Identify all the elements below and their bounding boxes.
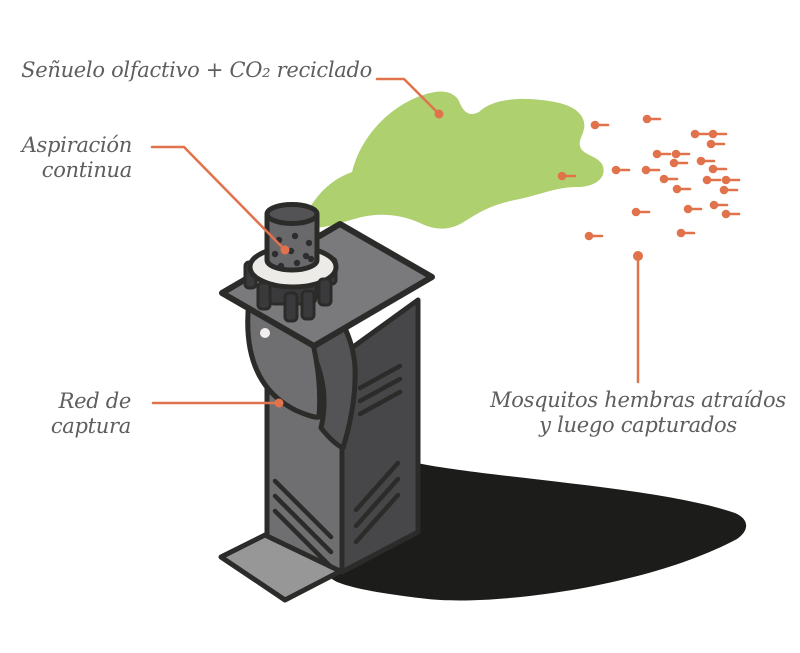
trap-body-side-face	[339, 297, 421, 575]
label-lure: Señuelo olfactivo + CO₂ reciclado	[21, 58, 372, 82]
mosquito-icon	[676, 228, 696, 238]
mosquito-icon	[709, 200, 729, 210]
trap-vents-side-upper	[357, 363, 403, 417]
led-indicator	[260, 328, 270, 338]
odor-plume	[302, 91, 604, 229]
trap-vents-side-lower	[353, 460, 401, 545]
mosquito-icon	[708, 164, 728, 174]
leader-dot-net	[274, 398, 284, 408]
mosquito-swarm	[557, 114, 741, 241]
mosquito-icon	[708, 129, 728, 139]
mosquito-icon	[702, 175, 722, 185]
lure-cylinder-top	[264, 202, 320, 226]
mosquito-icon	[611, 165, 631, 175]
mosquito-icon	[631, 207, 651, 217]
trap-vents-front	[272, 478, 334, 570]
mosquito-icon	[659, 174, 679, 184]
trap-device	[218, 202, 435, 603]
leader-dot-mosquitos	[633, 251, 643, 261]
mosquito-icon	[721, 209, 741, 219]
mosquito-icon	[671, 149, 691, 159]
mosquito-icon	[721, 175, 741, 185]
label-suction: Aspiración continua	[21, 133, 133, 182]
leader-line-lure	[375, 77, 439, 114]
mosquito-icon	[641, 165, 661, 175]
leader-dots	[274, 109, 643, 408]
mosquito-icon	[557, 171, 577, 181]
mosquito-icon	[590, 120, 610, 130]
leader-dot-lure	[434, 109, 444, 119]
mosquito-icon	[642, 114, 662, 124]
mosquito-icon	[672, 184, 692, 194]
mosquito-icon	[652, 149, 672, 159]
label-net: Red de captura	[50, 389, 131, 438]
mosquito-icon	[696, 156, 716, 166]
leader-lines	[150, 77, 640, 405]
lure-pedestal-front-legs	[256, 277, 333, 323]
mosquito-icon	[719, 185, 739, 195]
lure-cylinder-holes	[271, 232, 315, 270]
leader-line-suction	[150, 145, 285, 250]
mosquito-icon	[669, 158, 689, 168]
mosquito-icon	[690, 129, 710, 139]
leader-dot-suction	[280, 245, 290, 255]
ground-shadow	[330, 463, 747, 601]
mosquito-icon	[584, 231, 604, 241]
mosquito-icon	[706, 139, 726, 149]
label-mosquitos: Mosquitos hembras atraídos y luego captu…	[490, 388, 786, 437]
mosquito-icon	[683, 204, 703, 214]
